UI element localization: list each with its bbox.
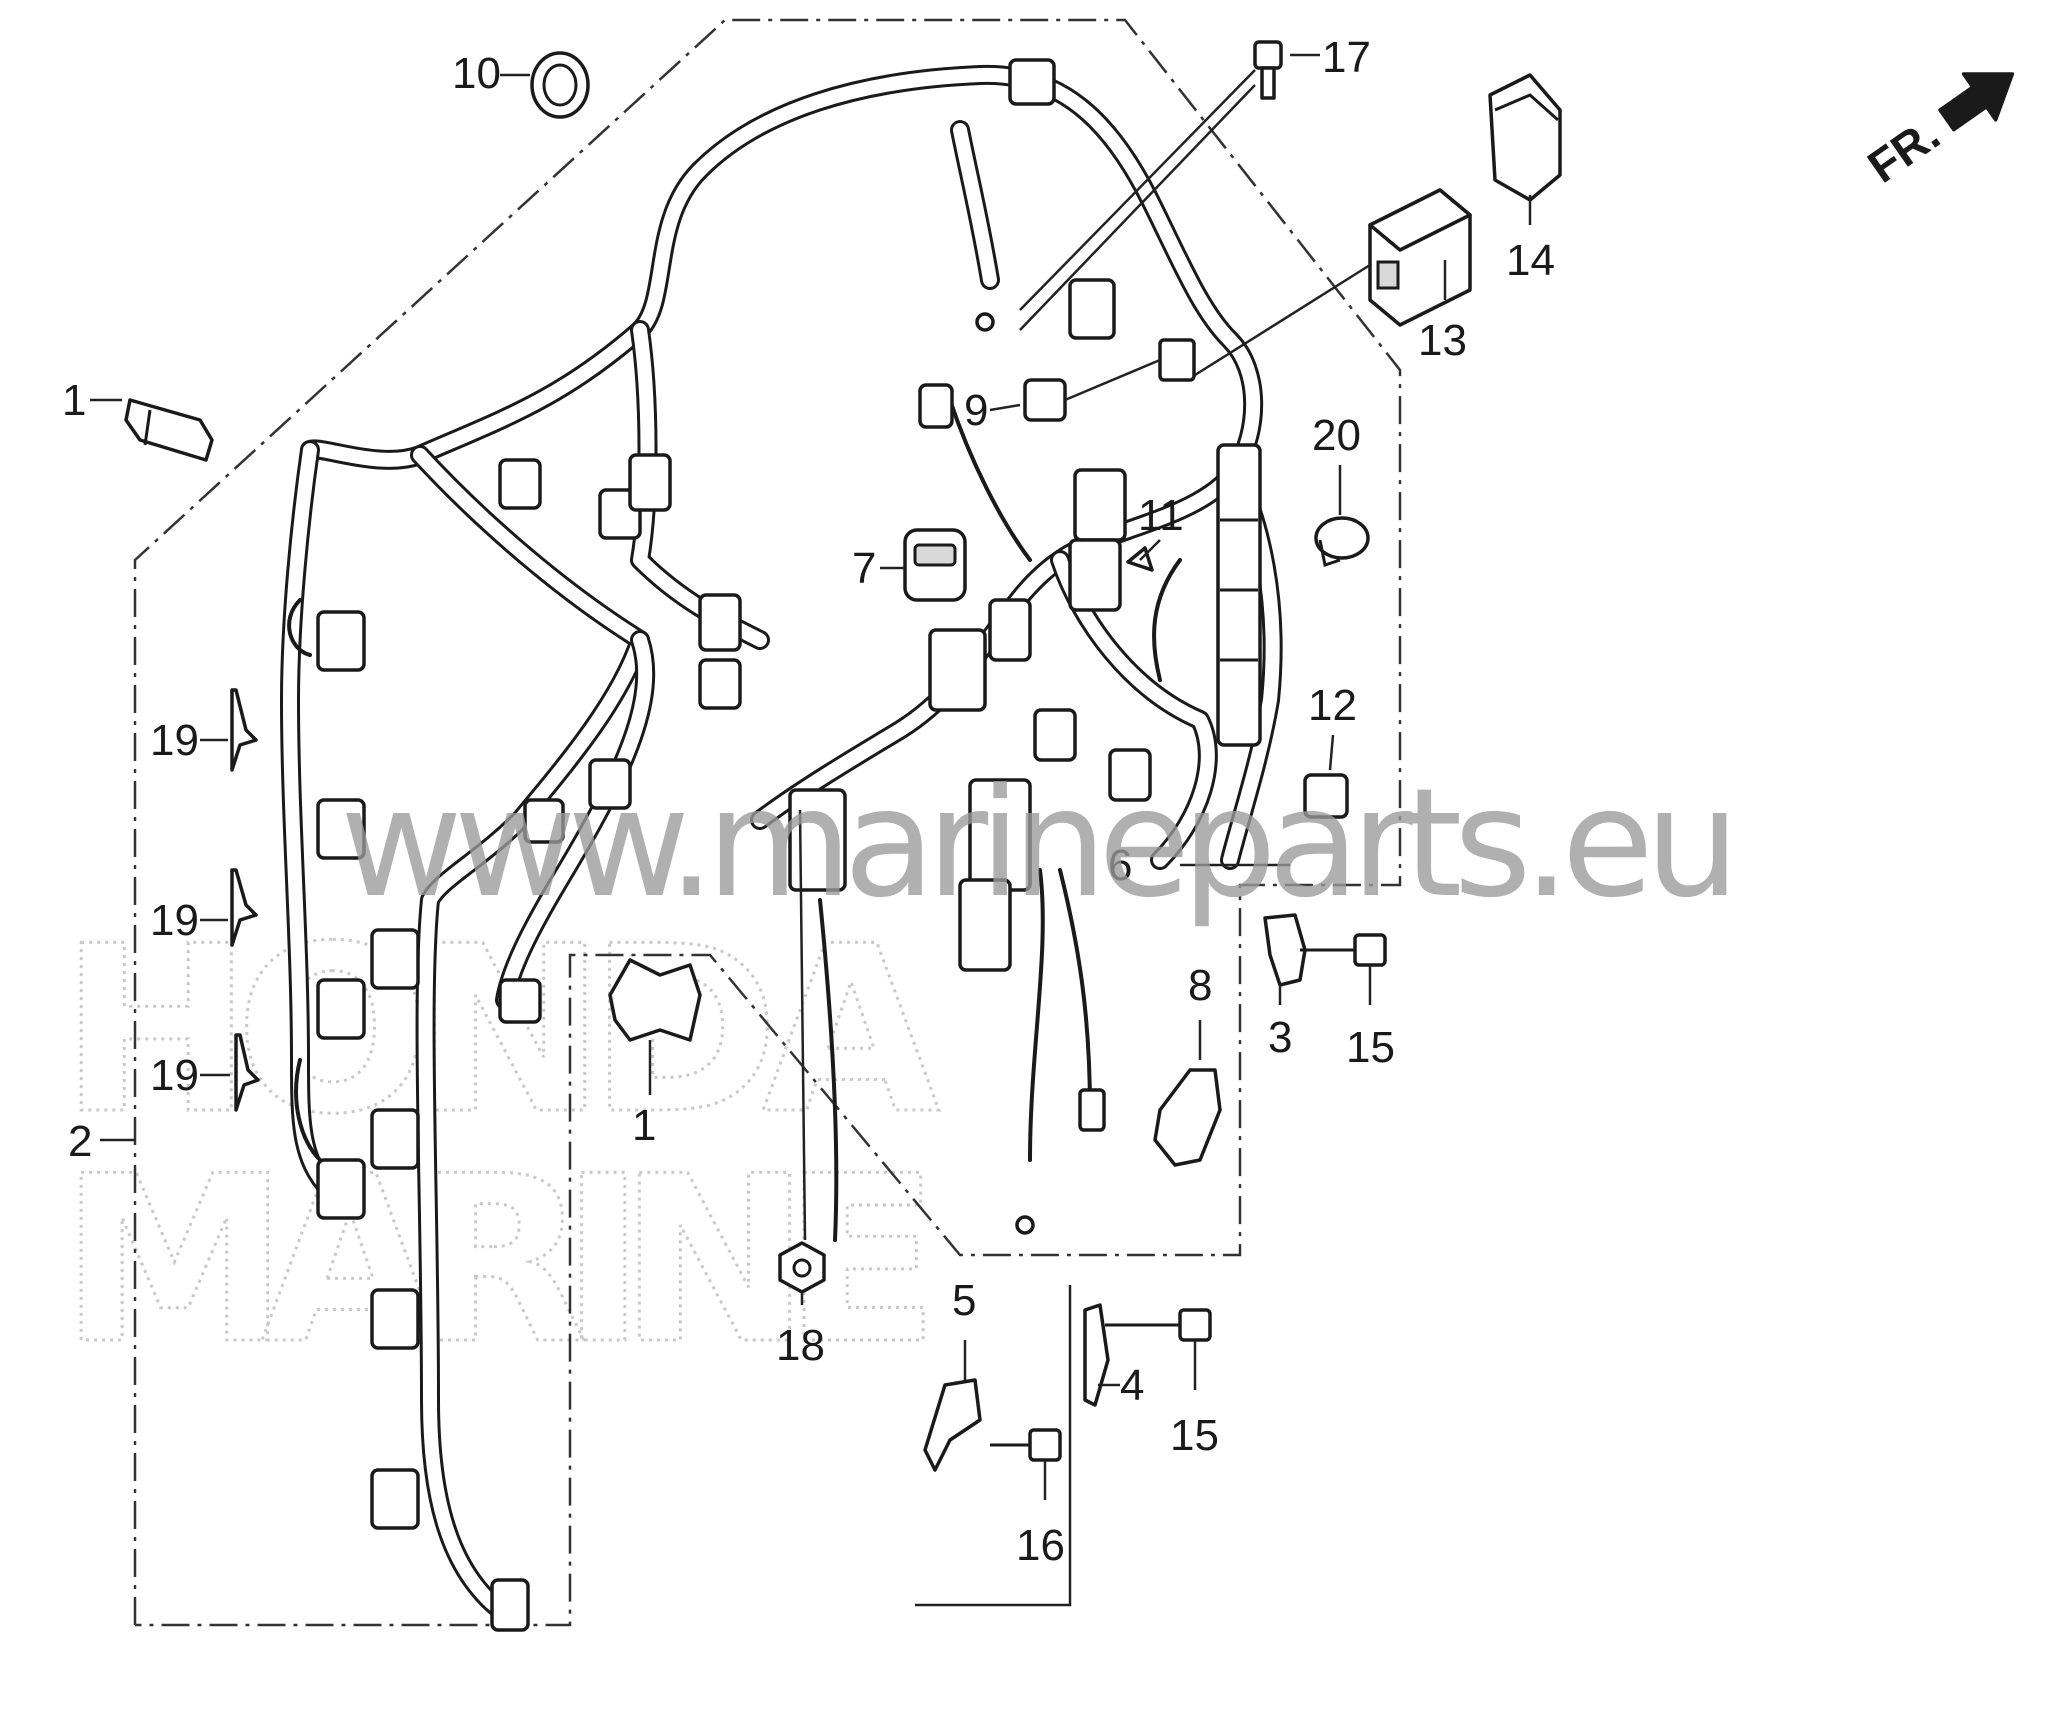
callout-19-top: 19 xyxy=(150,716,199,765)
connector xyxy=(370,1288,420,1350)
watermark-brand-line1: HONDA xyxy=(60,898,940,1165)
stay-part-5 xyxy=(923,1378,982,1472)
callout-12: 12 xyxy=(1308,681,1357,730)
callout-18: 18 xyxy=(776,1321,825,1370)
connector xyxy=(958,878,1012,972)
callout-8: 8 xyxy=(1188,961,1212,1010)
bolt-part-15 xyxy=(1300,933,1387,967)
parts xyxy=(124,40,1562,1472)
callout-labels: 1 1 2 3 4 5 6 7 8 9 10 11 12 13 14 15 15… xyxy=(62,33,1555,1570)
connector xyxy=(316,978,366,1040)
callout-9: 9 xyxy=(964,386,988,435)
fuse-box xyxy=(1216,443,1262,747)
arrow-right-icon xyxy=(1938,72,2015,132)
callout-7: 7 xyxy=(852,544,876,593)
callout-15: 15 xyxy=(1346,1023,1395,1072)
ring-terminal xyxy=(975,312,995,332)
connector xyxy=(1068,538,1122,612)
callout-1-center: 1 xyxy=(632,1101,656,1150)
ring-terminal xyxy=(1015,1215,1035,1235)
callout-6: 6 xyxy=(1108,841,1132,890)
front-label: FR. xyxy=(1858,108,1949,193)
group-outlines xyxy=(133,18,1402,1627)
connector xyxy=(588,758,632,810)
coupler-part-7 xyxy=(903,528,967,602)
connector-part-9 xyxy=(1023,378,1067,422)
connector xyxy=(370,1108,420,1170)
stay-part-3 xyxy=(1263,913,1307,987)
callout-5: 5 xyxy=(952,1276,976,1325)
callout-19-bottom: 19 xyxy=(150,1051,199,1100)
fastener-group-outline xyxy=(915,1285,1072,1607)
connector xyxy=(1108,748,1152,802)
connector xyxy=(1033,708,1077,762)
callout-13: 13 xyxy=(1418,316,1467,365)
bolt-part-15-lower xyxy=(1105,1308,1212,1342)
cover-part-8 xyxy=(1153,1068,1222,1167)
callout-3: 3 xyxy=(1268,1013,1292,1062)
clip-part-1-center xyxy=(608,958,702,1042)
callout-11: 11 xyxy=(1138,491,1184,540)
callout-14: 14 xyxy=(1506,236,1555,285)
bolt-part-17 xyxy=(1253,40,1283,100)
connector xyxy=(698,658,742,710)
clip-part-19 xyxy=(230,688,258,772)
connector-part-12 xyxy=(1303,773,1349,819)
connector xyxy=(316,1158,366,1220)
connector xyxy=(988,598,1032,662)
connector xyxy=(628,453,672,512)
connector-part-9-alt xyxy=(918,383,954,429)
connector xyxy=(1073,468,1127,542)
callout-20: 20 xyxy=(1312,411,1361,460)
connector xyxy=(523,798,565,844)
callout-1: 1 xyxy=(62,376,86,425)
connector xyxy=(1008,58,1056,106)
connector xyxy=(370,928,420,990)
leader-lines xyxy=(90,53,1532,1500)
connector xyxy=(316,798,366,860)
connector xyxy=(498,458,542,510)
callout-2: 2 xyxy=(68,1117,92,1166)
harness-connectors xyxy=(316,58,1262,1632)
connector xyxy=(498,978,542,1024)
relay-part-13 xyxy=(1368,188,1472,327)
connector xyxy=(490,1578,530,1632)
connector xyxy=(1068,278,1116,340)
connector xyxy=(316,610,366,672)
callout-16: 16 xyxy=(1016,1521,1065,1570)
clip-part-19 xyxy=(234,1033,260,1112)
bolt-part-16 xyxy=(990,1428,1062,1462)
cover-part-14 xyxy=(1488,73,1562,202)
band-part-10 xyxy=(530,51,590,119)
callout-19-middle: 19 xyxy=(150,896,199,945)
connector xyxy=(698,593,742,652)
nut-part-18 xyxy=(778,1241,826,1294)
connector xyxy=(788,788,847,892)
stay-part-4 xyxy=(1083,1303,1110,1407)
clip-part-1 xyxy=(124,398,214,462)
connector xyxy=(1078,1088,1106,1132)
front-direction-indicator: FR. xyxy=(1858,72,2015,193)
connector xyxy=(370,1468,420,1530)
band-part-20 xyxy=(1314,516,1370,560)
connector xyxy=(1158,338,1196,382)
callout-17: 17 xyxy=(1322,33,1371,82)
callout-15-lower: 15 xyxy=(1170,1411,1219,1460)
callout-10: 10 xyxy=(452,49,501,98)
connector xyxy=(928,628,987,712)
watermark-url: www.marineparts.eu xyxy=(340,757,1740,931)
callout-4: 4 xyxy=(1120,1361,1144,1410)
main-harness-outline xyxy=(133,18,1402,1627)
clip-part-19 xyxy=(230,868,258,947)
